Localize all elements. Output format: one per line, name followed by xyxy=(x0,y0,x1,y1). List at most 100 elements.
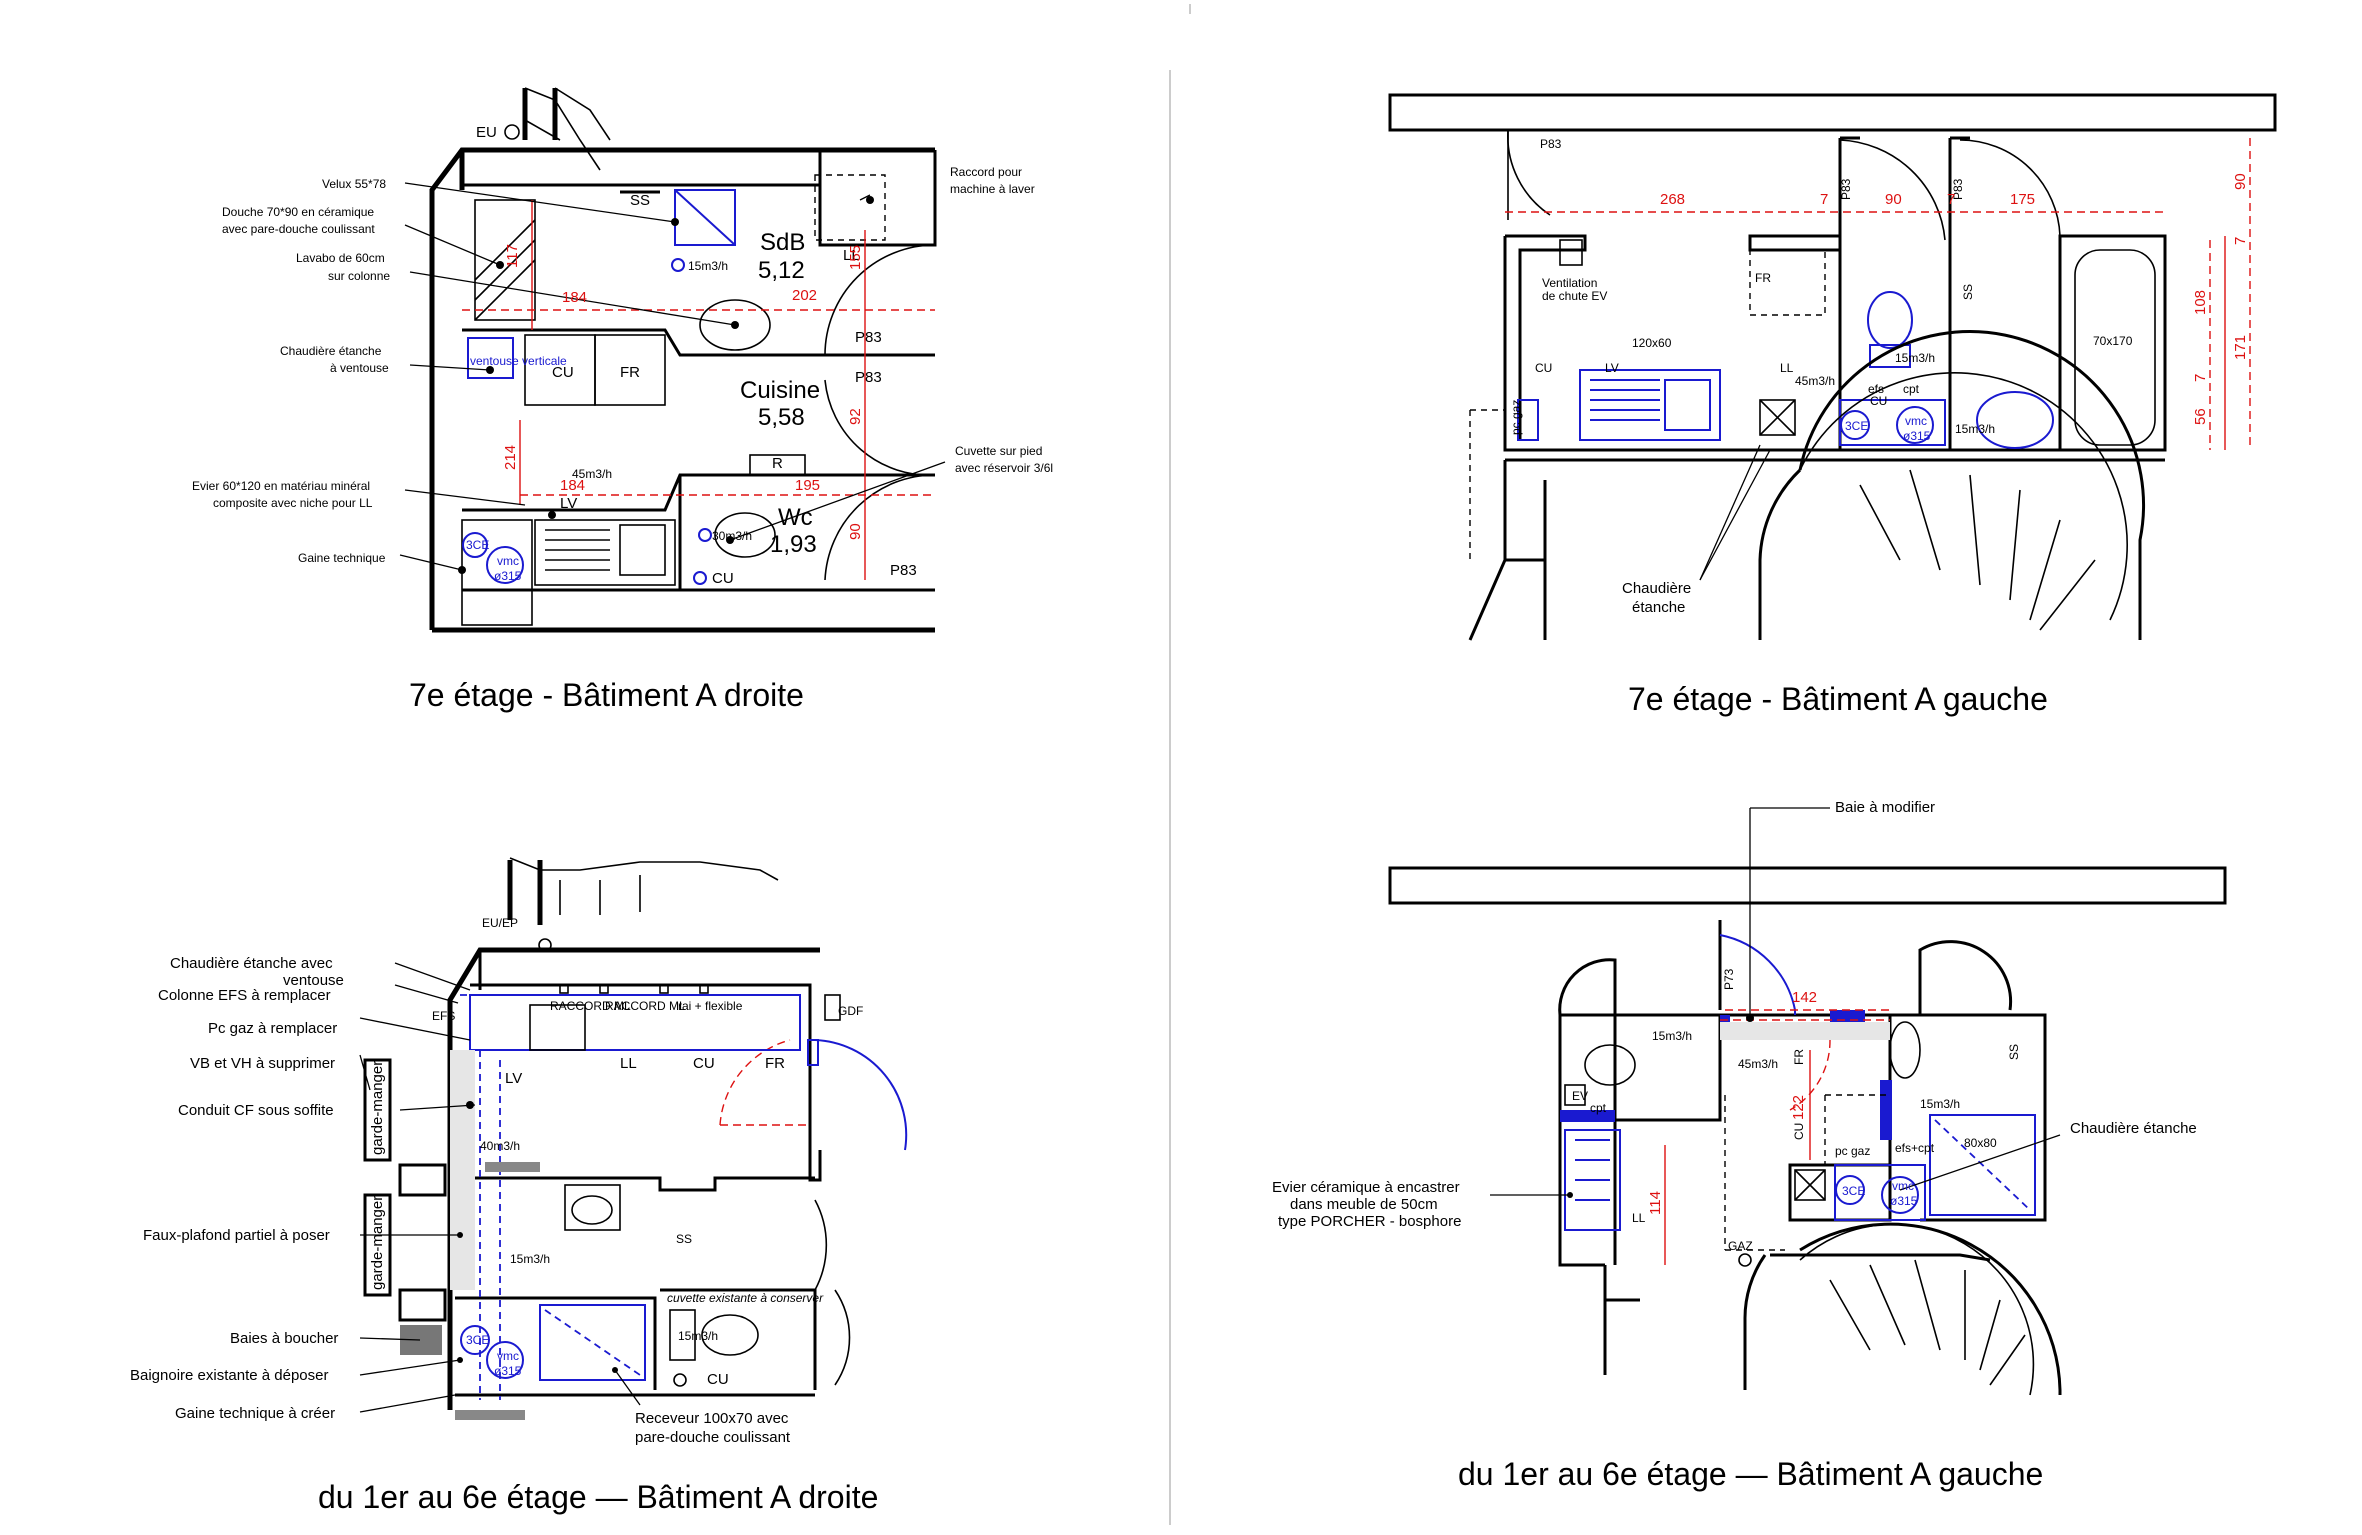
label-eu: EU xyxy=(476,124,497,141)
label-ss: SS xyxy=(2007,1044,2021,1060)
annot-faux-plafond: Faux-plafond partiel à poser xyxy=(143,1227,330,1244)
label-garde-manger-1: garde-manger xyxy=(369,1061,386,1155)
label-efs: efs xyxy=(1868,382,1884,396)
label-eu-ep: EU/EP xyxy=(482,916,518,930)
annot-raccord-2: machine à laver xyxy=(950,182,1035,196)
annot-evier-1: Evier céramique à encastrer xyxy=(1272,1179,1460,1196)
label-lv: LV xyxy=(1605,361,1619,375)
label-flow-1: 15m3/h xyxy=(1652,1029,1692,1043)
label-raccord-2: RACCORD ML xyxy=(605,999,686,1013)
annot-baies: Baies à boucher xyxy=(230,1330,338,1347)
annot-evier-3: type PORCHER - bosphore xyxy=(1278,1213,1461,1230)
annot-cuvette: cuvette existante à conserver xyxy=(667,1291,824,1305)
dim-171: 171 xyxy=(2232,335,2249,360)
dim-117: 117 xyxy=(504,244,521,268)
label-p83-c: P83 xyxy=(1951,178,1965,200)
label-flow-1: 15m3/h xyxy=(1895,351,1935,365)
dim-90a: 90 xyxy=(1885,191,1902,208)
label-efs-cpt: efs+cpt xyxy=(1895,1141,1935,1155)
annot-gaine: Gaine technique xyxy=(298,551,386,565)
label-fr: FR xyxy=(765,1055,785,1072)
dim-202: 202 xyxy=(792,287,817,304)
label-p83-c: P83 xyxy=(890,562,917,579)
room-sdb: SdB xyxy=(760,229,805,256)
room-cuisine-area: 5,58 xyxy=(758,404,805,431)
label-vent-1: Ventilation xyxy=(1542,276,1597,290)
label-flow-1: 40m3/h xyxy=(480,1139,520,1153)
label-flow-3: 30m3/h xyxy=(712,529,752,543)
label-cu2: CU xyxy=(712,570,734,587)
annot-evier-1: Evier 60*120 en matériau minéral xyxy=(192,479,370,493)
dim-155: 155 xyxy=(847,245,864,270)
label-vmc: vmc xyxy=(497,554,519,568)
room-wc-area: 1,93 xyxy=(770,531,817,558)
dim-142: 142 xyxy=(1792,989,1817,1006)
label-vmc-d: ø315 xyxy=(1903,429,1931,443)
label-pcgaz: pc gaz xyxy=(1835,1144,1870,1158)
annot-gaine: Gaine technique à créer xyxy=(175,1405,335,1422)
plan-7e-gauche xyxy=(1388,93,2277,641)
label-vent-2: de chute EV xyxy=(1542,289,1607,303)
label-garde-manger-2: garde-manger xyxy=(369,1196,386,1290)
caption-7e-droite: 7e étage - Bâtiment A droite xyxy=(409,677,804,713)
dim-122: 122 xyxy=(1790,1095,1807,1120)
label-cpt: cpt xyxy=(1590,1101,1607,1115)
label-lv: LV xyxy=(505,1070,522,1087)
dim-214: 214 xyxy=(502,445,519,470)
label-ss: SS xyxy=(630,192,650,209)
label-vmc: vmc xyxy=(1905,414,1927,428)
annot-chaudiere-1: Chaudière étanche xyxy=(280,344,382,358)
label-ll: LL xyxy=(1632,1211,1646,1225)
room-cuisine: Cuisine xyxy=(740,377,820,404)
label-flow-2: 45m3/h xyxy=(1738,1057,1778,1071)
label-raccord-1: RACCORD ML xyxy=(550,999,631,1013)
label-flow-3: 15m3/h xyxy=(1955,422,1995,436)
label-80x80: 80x80 xyxy=(1964,1136,1997,1150)
label-ss: SS xyxy=(1961,284,1975,300)
label-70x170: 70x170 xyxy=(2093,334,2133,348)
dim-90b: 90 xyxy=(2232,173,2249,190)
label-flow-1: 15m3/h xyxy=(688,259,728,273)
annot-douche-2: avec pare-douche coulissant xyxy=(222,222,375,236)
label-3ce: 3CE xyxy=(1842,1184,1865,1198)
plan-1-6-gauche xyxy=(1388,807,2227,1396)
room-sdb-area: 5,12 xyxy=(758,257,805,284)
label-p83-b: P83 xyxy=(855,369,882,386)
annot-chaudiere: Chaudière étanche xyxy=(2070,1120,2197,1137)
label-ll: LL xyxy=(843,247,860,264)
label-r: R xyxy=(772,455,783,472)
label-3ce: 3CE xyxy=(466,538,489,552)
annot-raccord-1: Raccord pour xyxy=(950,165,1022,179)
annot-evier-2: dans meuble de 50cm xyxy=(1290,1196,1438,1213)
annot-colonne: Colonne EFS à remplacer xyxy=(158,987,331,1004)
plan-7e-droite xyxy=(399,87,946,633)
label-cu: CU xyxy=(552,364,574,381)
label-flow-3: 15m3/h xyxy=(1920,1097,1960,1111)
label-chaudiere-1: Chaudière xyxy=(1622,580,1691,597)
label-ventouse: ventouse verticale xyxy=(470,354,567,368)
annot-lavabo-2: sur colonne xyxy=(328,269,390,283)
label-fr: FR xyxy=(620,364,640,381)
label-cu: CU xyxy=(1792,1123,1806,1140)
label-cu2: CU xyxy=(707,1371,729,1388)
dim-184: 184 xyxy=(562,289,587,306)
caption-7e-gauche: 7e étage - Bâtiment A gauche xyxy=(1628,681,2048,717)
annot-receveur-2: pare-douche coulissant xyxy=(635,1429,791,1446)
label-vmc: vmc xyxy=(1892,1179,1914,1193)
label-p73: P73 xyxy=(1722,968,1736,990)
label-efs: EFS xyxy=(432,1009,455,1023)
dim-175: 175 xyxy=(2010,191,2035,208)
label-vmc-d: ø315 xyxy=(494,1364,522,1378)
label-fr: FR xyxy=(1755,271,1771,285)
plan-1-6-droite xyxy=(359,857,908,1420)
annot-evier-2: composite avec niche pour LL xyxy=(213,496,373,510)
annot-pcgaz: Pc gaz à remplacer xyxy=(208,1020,337,1037)
annot-chaudiere-2: à ventouse xyxy=(330,361,389,375)
label-cpt: cpt xyxy=(1903,382,1920,396)
annot-chaudiere-1: Chaudière étanche avec xyxy=(170,955,333,972)
dim-90: 90 xyxy=(847,523,864,540)
label-vmc: vmc xyxy=(497,1349,519,1363)
label-p83-b: P83 xyxy=(1839,178,1853,200)
label-vmc-d: ø315 xyxy=(494,569,522,583)
caption-1-6-droite: du 1er au 6e étage — Bâtiment A droite xyxy=(318,1479,878,1515)
